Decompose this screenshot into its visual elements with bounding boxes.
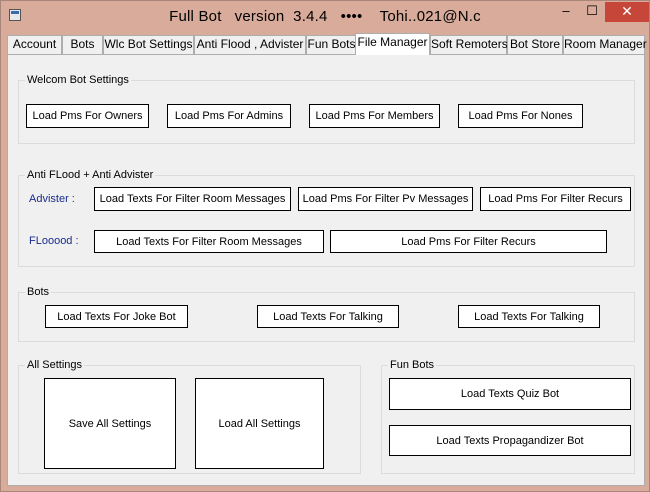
tab-wlc-bot-settings[interactable]: Wlc Bot Settings: [103, 35, 194, 54]
anti-flood-group: Anti FLood + Anti Advister Advister : Lo…: [18, 168, 635, 267]
tab-soft-remoters[interactable]: Soft Remoters: [430, 35, 508, 54]
load-talking-button-1[interactable]: Load Texts For Talking: [257, 305, 399, 328]
flood-label: FLooood :: [29, 235, 79, 247]
save-all-settings-button[interactable]: Save All Settings: [44, 378, 176, 469]
tab-account[interactable]: Account: [7, 35, 62, 54]
all-settings-group: All Settings Save All Settings Load All …: [18, 358, 361, 474]
advister-filter-pv-messages-button[interactable]: Load Pms For Filter Pv Messages: [298, 187, 473, 211]
tab-strip: Account Bots Wlc Bot Settings Anti Flood…: [7, 33, 647, 55]
tab-bots[interactable]: Bots: [62, 35, 103, 54]
tab-room-manager[interactable]: Room Manager: [563, 35, 647, 54]
flood-filter-room-messages-button[interactable]: Load Texts For Filter Room Messages: [94, 230, 324, 253]
load-pms-nones-button[interactable]: Load Pms For Nones: [458, 104, 583, 128]
fun-bots-group: Fun Bots Load Texts Quiz Bot Load Texts …: [381, 358, 635, 474]
load-pms-members-button[interactable]: Load Pms For Members: [309, 104, 440, 128]
load-joke-bot-button[interactable]: Load Texts For Joke Bot: [45, 305, 188, 328]
load-all-settings-button[interactable]: Load All Settings: [195, 378, 324, 469]
tab-bot-store[interactable]: Bot Store: [507, 35, 563, 54]
load-pms-admins-button[interactable]: Load Pms For Admins: [167, 104, 291, 128]
file-manager-panel: Welcom Bot Settings Load Pms For Owners …: [7, 54, 645, 486]
all-settings-group-title: All Settings: [25, 358, 85, 372]
advister-filter-recurs-button[interactable]: Load Pms For Filter Recurs: [480, 187, 631, 211]
bots-group-title: Bots: [25, 285, 52, 299]
advister-filter-room-messages-button[interactable]: Load Texts For Filter Room Messages: [94, 187, 291, 211]
title-bar: Full Bot version 3.4.4 •••• Tohi..021@N.…: [1, 1, 649, 31]
anti-flood-group-title: Anti FLood + Anti Advister: [25, 168, 156, 182]
load-quiz-bot-button[interactable]: Load Texts Quiz Bot: [389, 378, 631, 410]
load-propagandizer-bot-button[interactable]: Load Texts Propagandizer Bot: [389, 425, 631, 456]
close-button[interactable]: ✕: [605, 2, 649, 22]
welcome-group-title: Welcom Bot Settings: [25, 73, 131, 87]
load-talking-button-2[interactable]: Load Texts For Talking: [458, 305, 600, 328]
load-pms-owners-button[interactable]: Load Pms For Owners: [26, 104, 149, 128]
bots-group: Bots Load Texts For Joke Bot Load Texts …: [18, 285, 635, 342]
tab-fun-bots[interactable]: Fun Bots: [306, 35, 357, 54]
flood-filter-recurs-button[interactable]: Load Pms For Filter Recurs: [330, 230, 607, 253]
window-title: Full Bot version 3.4.4 •••• Tohi..021@N.…: [169, 8, 481, 25]
maximize-button[interactable]: ☐: [586, 3, 598, 18]
advister-label: Advister :: [29, 193, 75, 205]
fun-bots-group-title: Fun Bots: [388, 358, 437, 372]
app-icon: [9, 9, 21, 21]
welcome-bot-settings-group: Welcom Bot Settings Load Pms For Owners …: [18, 73, 635, 144]
minimize-button[interactable]: –: [562, 3, 570, 18]
tab-anti-flood-advister[interactable]: Anti Flood , Advister: [194, 35, 306, 54]
tab-file-manager[interactable]: File Manager: [355, 33, 430, 55]
